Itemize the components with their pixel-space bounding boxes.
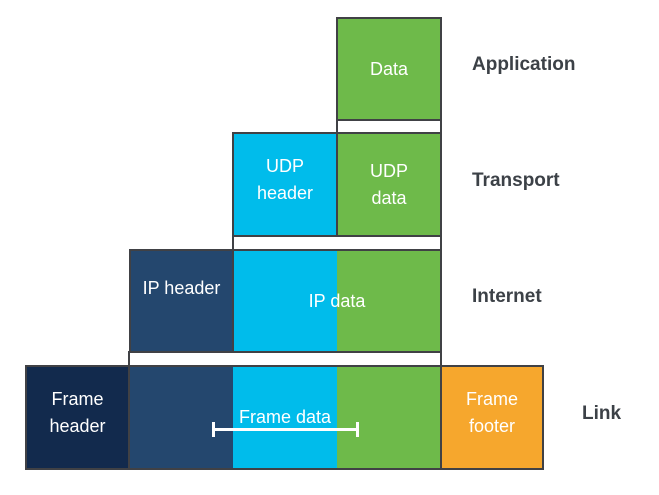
layer-label-application: Application	[472, 54, 576, 75]
box-ip-header-label: IP header	[142, 278, 221, 298]
frame-data-extent-line	[213, 428, 359, 431]
connector-ip-to-frame	[128, 351, 442, 368]
box-udp-header: UDP header	[232, 132, 338, 237]
box-udp-header-label: UDP header	[256, 156, 314, 203]
layer-label-transport: Transport	[472, 169, 560, 191]
box-frame-header: Frame header	[25, 365, 130, 470]
layer-label-link: Link	[582, 402, 622, 424]
box-frame-footer: Frame footer	[440, 365, 544, 470]
box-ip-data: IP data	[232, 249, 442, 353]
box-data: Data	[336, 17, 442, 121]
frame-data-extent-tick-left	[212, 422, 215, 437]
box-ip-data-label: IP data	[308, 290, 366, 311]
box-frame-footer-label: Frame footer	[465, 389, 518, 436]
frame-data-extent-tick-right	[356, 422, 359, 437]
connector-udp-to-ip	[232, 235, 442, 252]
box-frame-data-label: Frame data	[238, 407, 332, 427]
box-udp-data: UDP data	[336, 132, 442, 237]
box-data-label: Data	[369, 58, 409, 79]
box-frame-data: Frame data	[128, 365, 442, 470]
layer-label-internet: Internet	[472, 286, 542, 307]
box-udp-data-label: UDP data	[369, 160, 408, 208]
box-ip-header: IP header	[129, 249, 234, 353]
connector-data-to-udp	[336, 119, 442, 135]
box-frame-header-label: Frame header	[49, 389, 106, 436]
